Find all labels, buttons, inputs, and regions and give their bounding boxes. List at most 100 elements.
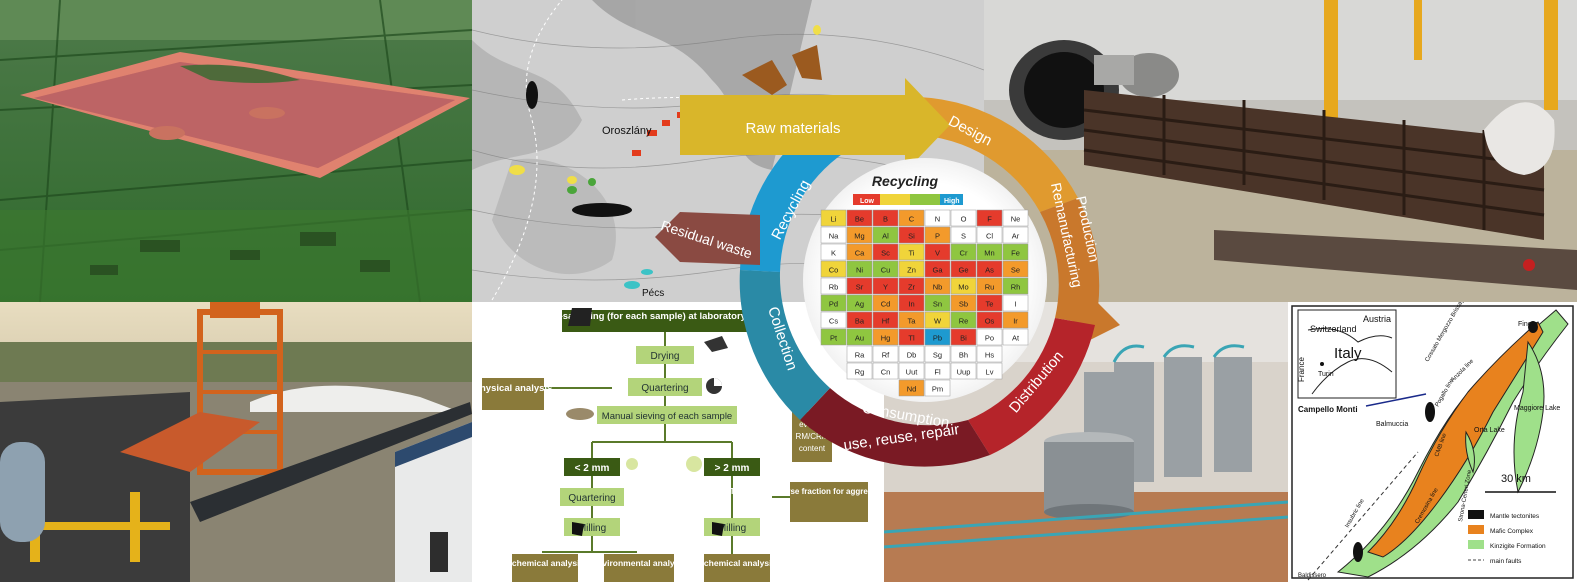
element-symbol: I	[1014, 300, 1016, 309]
element-cell	[1002, 294, 1029, 312]
element-cell	[898, 379, 925, 397]
element-symbol: Ni	[856, 266, 863, 275]
legend-label-kinzigite: Kinzigite Formation	[1490, 543, 1546, 550]
element-symbol: Mo	[958, 283, 968, 292]
gt2mm-label: > 2 mm	[715, 463, 750, 474]
element-symbol: Zr	[908, 283, 916, 292]
element-symbol: Cs	[829, 317, 838, 326]
element-cell	[924, 209, 951, 227]
element-cell	[872, 243, 899, 261]
element-symbol: Db	[907, 351, 917, 360]
element-cell	[872, 294, 899, 312]
element-symbol: Ba	[855, 317, 865, 326]
element-cell	[924, 311, 951, 329]
element-symbol: As	[985, 266, 994, 275]
element-symbol: C	[909, 215, 915, 224]
element-symbol: Sn	[933, 300, 942, 309]
element-cell	[820, 328, 847, 346]
element-cell	[1002, 209, 1029, 227]
element-cell	[846, 260, 873, 278]
element-symbol: Al	[882, 232, 889, 241]
element-symbol: Ar	[1012, 232, 1020, 241]
element-cell	[976, 277, 1003, 295]
element-cell	[846, 345, 873, 363]
element-cell	[846, 209, 873, 227]
label-austria: Austria	[1363, 314, 1391, 324]
element-cell	[950, 243, 977, 261]
element-symbol: Uup	[957, 368, 971, 377]
element-symbol: Cl	[986, 232, 993, 241]
element-symbol: Bi	[960, 334, 967, 343]
element-symbol: Mg	[854, 232, 864, 241]
element-symbol: Sg	[933, 351, 942, 360]
element-symbol: Cn	[881, 368, 891, 377]
segment-recycling	[740, 120, 845, 272]
label-switzerland: Switzerland	[1310, 324, 1357, 334]
label-turin: Turin	[1318, 371, 1334, 378]
element-symbol: Fl	[934, 368, 941, 377]
map-label-oroszlany: Oroszlány	[602, 125, 652, 137]
element-cell	[924, 328, 951, 346]
element-symbol: F	[987, 215, 992, 224]
processing-plant-illustration	[0, 302, 472, 582]
geological-map-svg: Switzerland Austria Italy France Turin C…	[1291, 302, 1574, 581]
element-cell	[924, 260, 951, 278]
element-cell	[976, 345, 1003, 363]
element-cell	[924, 277, 951, 295]
geochem2-label: Geochemical analysis to	[687, 558, 786, 568]
element-cell	[872, 311, 899, 329]
element-cell	[820, 311, 847, 329]
element-cell	[950, 311, 977, 329]
element-cell	[1002, 328, 1029, 346]
element-cell	[846, 362, 873, 380]
element-cell	[976, 328, 1003, 346]
drying-box	[636, 346, 694, 364]
label-france: France	[1297, 357, 1306, 382]
element-cell	[976, 243, 1003, 261]
red-mud-reservoir-illustration	[0, 0, 472, 302]
segment-distribution	[968, 318, 1095, 455]
gt2mm-box	[704, 458, 760, 476]
element-symbol: Pb	[933, 334, 942, 343]
element-symbol: Hf	[882, 317, 890, 326]
element-cell	[898, 328, 925, 346]
element-cell	[872, 277, 899, 295]
element-symbol: Se	[1011, 266, 1020, 275]
element-cell	[924, 345, 951, 363]
element-symbol: Li	[831, 215, 837, 224]
segment-production	[1040, 198, 1100, 325]
legend: Mantle tectonites Mafic Complex Kinzigit…	[1468, 510, 1546, 565]
element-cell	[976, 294, 1003, 312]
element-cell	[950, 226, 977, 244]
legend-label-mantle: Mantle tectonites	[1490, 513, 1540, 520]
milling2-label: Milling	[718, 523, 746, 534]
element-cell	[872, 209, 899, 227]
sieving-label: Manual sieving of each sample	[602, 411, 732, 422]
element-symbol: Sr	[856, 283, 864, 292]
scale-high-label: High	[944, 198, 960, 205]
element-cell	[898, 345, 925, 363]
milling1-label: Milling	[578, 523, 606, 534]
element-symbol: Nb	[933, 283, 943, 292]
element-symbol: Pt	[830, 334, 838, 343]
test-label: Test to use coarse fraction for aggregat…	[730, 487, 884, 496]
subsampling-box	[562, 310, 752, 332]
label-italy: Italy	[1334, 345, 1362, 362]
legend-label-faults: main faults	[1490, 558, 1522, 565]
element-symbol: Rh	[1011, 283, 1021, 292]
element-cell	[1002, 277, 1029, 295]
element-symbol: Ir	[1013, 317, 1018, 326]
rm-line-3: content	[799, 444, 826, 453]
element-symbol: Cr	[960, 249, 968, 258]
element-symbol: Pd	[829, 300, 838, 309]
element-cell	[976, 226, 1003, 244]
element-symbol: Hg	[881, 334, 891, 343]
element-cell	[898, 209, 925, 227]
element-cell	[950, 345, 977, 363]
element-symbol: At	[1012, 334, 1020, 343]
element-cell	[846, 328, 873, 346]
element-symbol: Re	[959, 317, 969, 326]
element-symbol: Co	[829, 266, 839, 275]
element-symbol: P	[935, 232, 940, 241]
